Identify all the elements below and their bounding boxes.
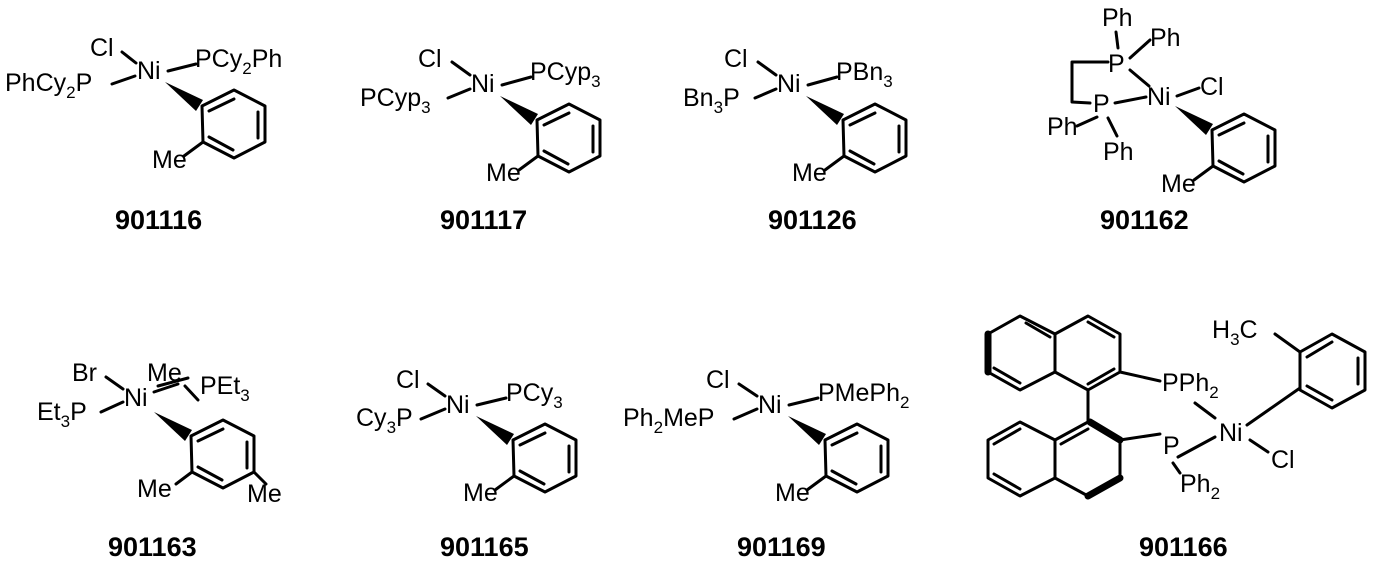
metal-label: Ni — [777, 70, 801, 98]
phosphine-right: PBn3 — [836, 58, 893, 91]
bond-lines — [99, 375, 190, 414]
compound-901169: Cl Ni PMePh2 Ph2MeP Me 901169 — [623, 366, 909, 562]
compound-id: 901165 — [440, 532, 529, 562]
lower-naphthalene — [986, 420, 1162, 498]
bond-lines — [419, 382, 508, 421]
aryl-ring — [174, 384, 268, 490]
metal-label: Ni — [137, 57, 161, 85]
halide-label: Br — [72, 359, 97, 387]
phosphorus-label: P — [1108, 50, 1125, 78]
phosphorus-bottom: P — [1163, 432, 1180, 460]
bond-lines — [753, 60, 839, 100]
methyl-label: Me — [775, 479, 810, 507]
methyl-label: Me — [486, 159, 521, 187]
phosphine-right: PCy3 — [506, 379, 563, 412]
wedge-bond — [154, 412, 192, 441]
halide-label: Cl — [418, 45, 442, 73]
halide-label: Cl — [1200, 73, 1224, 101]
compound-id: 901162 — [1100, 205, 1189, 235]
compound-id: 901163 — [108, 532, 197, 562]
phosphine-right: PMePh2 — [818, 379, 909, 412]
methyl-label: Me — [1161, 170, 1196, 198]
phosphine-left: PCyp3 — [360, 84, 431, 117]
phosphine-top: PPh2 — [1162, 369, 1219, 402]
wedge-bond — [788, 416, 826, 445]
wedge-bond — [476, 416, 514, 445]
lower-bold-bonds — [1084, 418, 1124, 500]
compound-id: 901166 — [1139, 532, 1228, 562]
phosphorus-label: P — [1093, 90, 1110, 118]
metal-label: Ni — [124, 384, 148, 412]
aryl-ring — [823, 102, 908, 174]
compound-901163: Br Me Ni PEt3 Et3P Me Me 901163 — [37, 359, 282, 562]
compound-901116: Cl Ni PCy2Ph PhCy2P Me 901116 — [5, 34, 282, 235]
compound-id: 901169 — [737, 532, 826, 562]
metal-label: Ni — [471, 70, 495, 98]
compound-901162: Ph Ph P P Ni Cl Ph Ph Me 901162 — [1047, 4, 1277, 235]
phosphine-left: Et3P — [37, 398, 87, 431]
bond-lines — [1070, 30, 1201, 138]
compound-id: 901117 — [440, 205, 527, 235]
bond-lines — [110, 50, 198, 86]
methyl-label: Me — [137, 475, 172, 503]
phenyl-label: Ph — [1102, 4, 1133, 32]
aryl-ring — [493, 422, 578, 494]
wedge-bond — [500, 96, 538, 125]
phosphine-right: PEt3 — [200, 372, 250, 405]
phosphine-left: PhCy2P — [5, 69, 92, 102]
metal-label: Ni — [758, 391, 782, 419]
phosphine-left: Ph2MeP — [623, 404, 714, 437]
compound-901117: Cl Ni PCyp3 PCyp3 Me 901117 — [360, 45, 602, 235]
methyl-label: Me — [463, 479, 498, 507]
halide-label: Cl — [706, 366, 730, 394]
wedge-bond — [165, 82, 203, 111]
aryl-ring — [517, 102, 602, 174]
bond-lines — [732, 382, 820, 421]
halide-label: Cl — [396, 366, 420, 394]
compound-id: 901116 — [115, 205, 202, 235]
phosphine-left: Bn3P — [683, 84, 740, 117]
aryl-ring — [805, 422, 890, 494]
halide-label: Cl — [1271, 446, 1295, 474]
wedge-bond — [806, 96, 844, 125]
upper-naphthalene — [986, 314, 1162, 424]
phenyl-label: Ph — [1047, 113, 1078, 141]
phosphine-left: Cy3P — [356, 404, 413, 437]
methyl-label: Me — [247, 480, 282, 508]
metal-label: Ni — [1147, 83, 1171, 111]
phenyl-label: Ph — [1103, 138, 1134, 166]
methyl-label: H3C — [1212, 316, 1258, 349]
methyl-label: Me — [792, 159, 827, 187]
compound-id: 901126 — [768, 205, 857, 235]
bond-lines — [1171, 332, 1302, 475]
wedge-bond — [1175, 106, 1213, 135]
methyl-label: Me — [152, 146, 187, 174]
compound-901166: PPh2 P Ph2 Ni Cl H3C 901166 — [984, 314, 1367, 562]
metal-label: Ni — [1219, 419, 1243, 447]
halide-label: Cl — [90, 34, 114, 62]
tolyl-ring — [1298, 332, 1367, 410]
metal-label: Ni — [446, 391, 470, 419]
aryl-ring — [1192, 112, 1277, 184]
phenyl-bottom: Ph2 — [1180, 470, 1220, 503]
aryl-ring — [182, 88, 267, 160]
compound-901165: Cl Ni PCy3 Cy3P Me 901165 — [356, 366, 578, 562]
compound-901126: Cl Ni PBn3 Bn3P Me 901126 — [683, 45, 908, 235]
bond-lines — [446, 60, 533, 100]
halide-label: Cl — [724, 45, 748, 73]
phosphine-right: PCyp3 — [530, 58, 601, 91]
phenyl-label: Ph — [1150, 24, 1181, 52]
phosphine-right: PCy2Ph — [195, 45, 282, 78]
